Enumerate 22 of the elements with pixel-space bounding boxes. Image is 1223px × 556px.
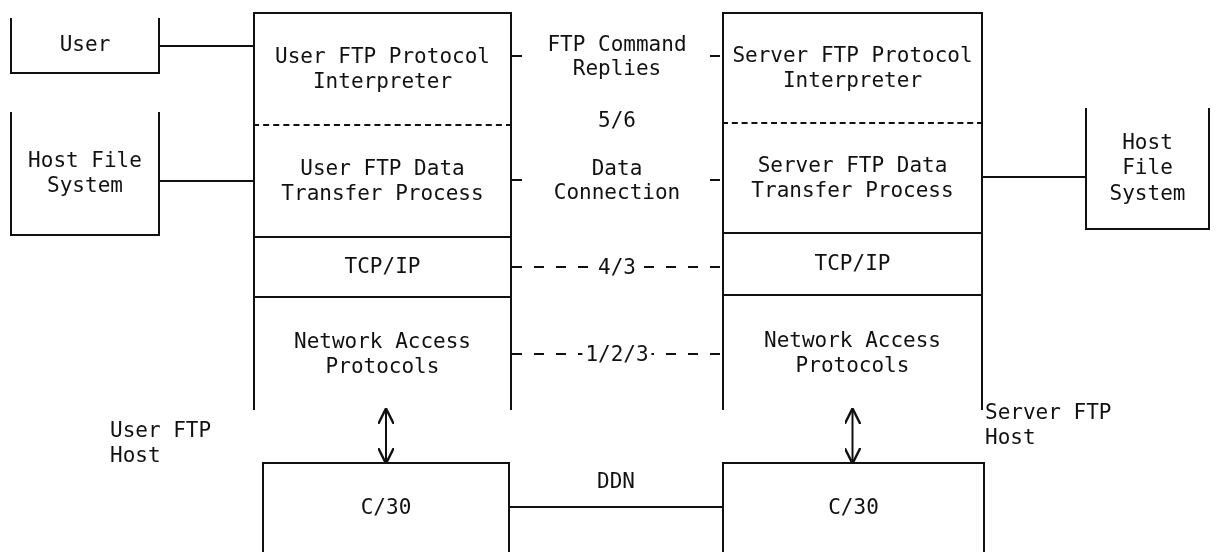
entity-box: Host File System [10,112,160,236]
layer-number: 5/6 [597,108,637,134]
protocol-layer: Server FTP Protocol Interpreter [722,12,983,124]
double-arrow [843,407,862,465]
entity-box: Host File System [1085,108,1210,230]
protocol-layer: User FTP Protocol Interpreter [253,12,512,126]
connector-line [159,45,254,47]
protocol-layer: TCP/IP [253,238,512,298]
protocol-layer: User FTP Data Transfer Process [253,126,512,238]
connector-line [509,506,723,508]
protocol-layer: Network Access Protocols [722,296,983,410]
host-label: User FTP Host [110,418,213,469]
protocol-layer: TCP/IP [722,234,983,296]
protocol-layer: Network Access Protocols [253,298,512,410]
device-box: C/30 [262,462,510,552]
protocol-layer: Server FTP Data Transfer Process [722,124,983,234]
host-label: Server FTP Host [985,400,1113,451]
device-box: C/30 [722,462,985,552]
connector-line [982,176,1086,178]
double-arrow [376,407,396,465]
entity-box: User [10,18,160,74]
connector-line [159,180,254,182]
